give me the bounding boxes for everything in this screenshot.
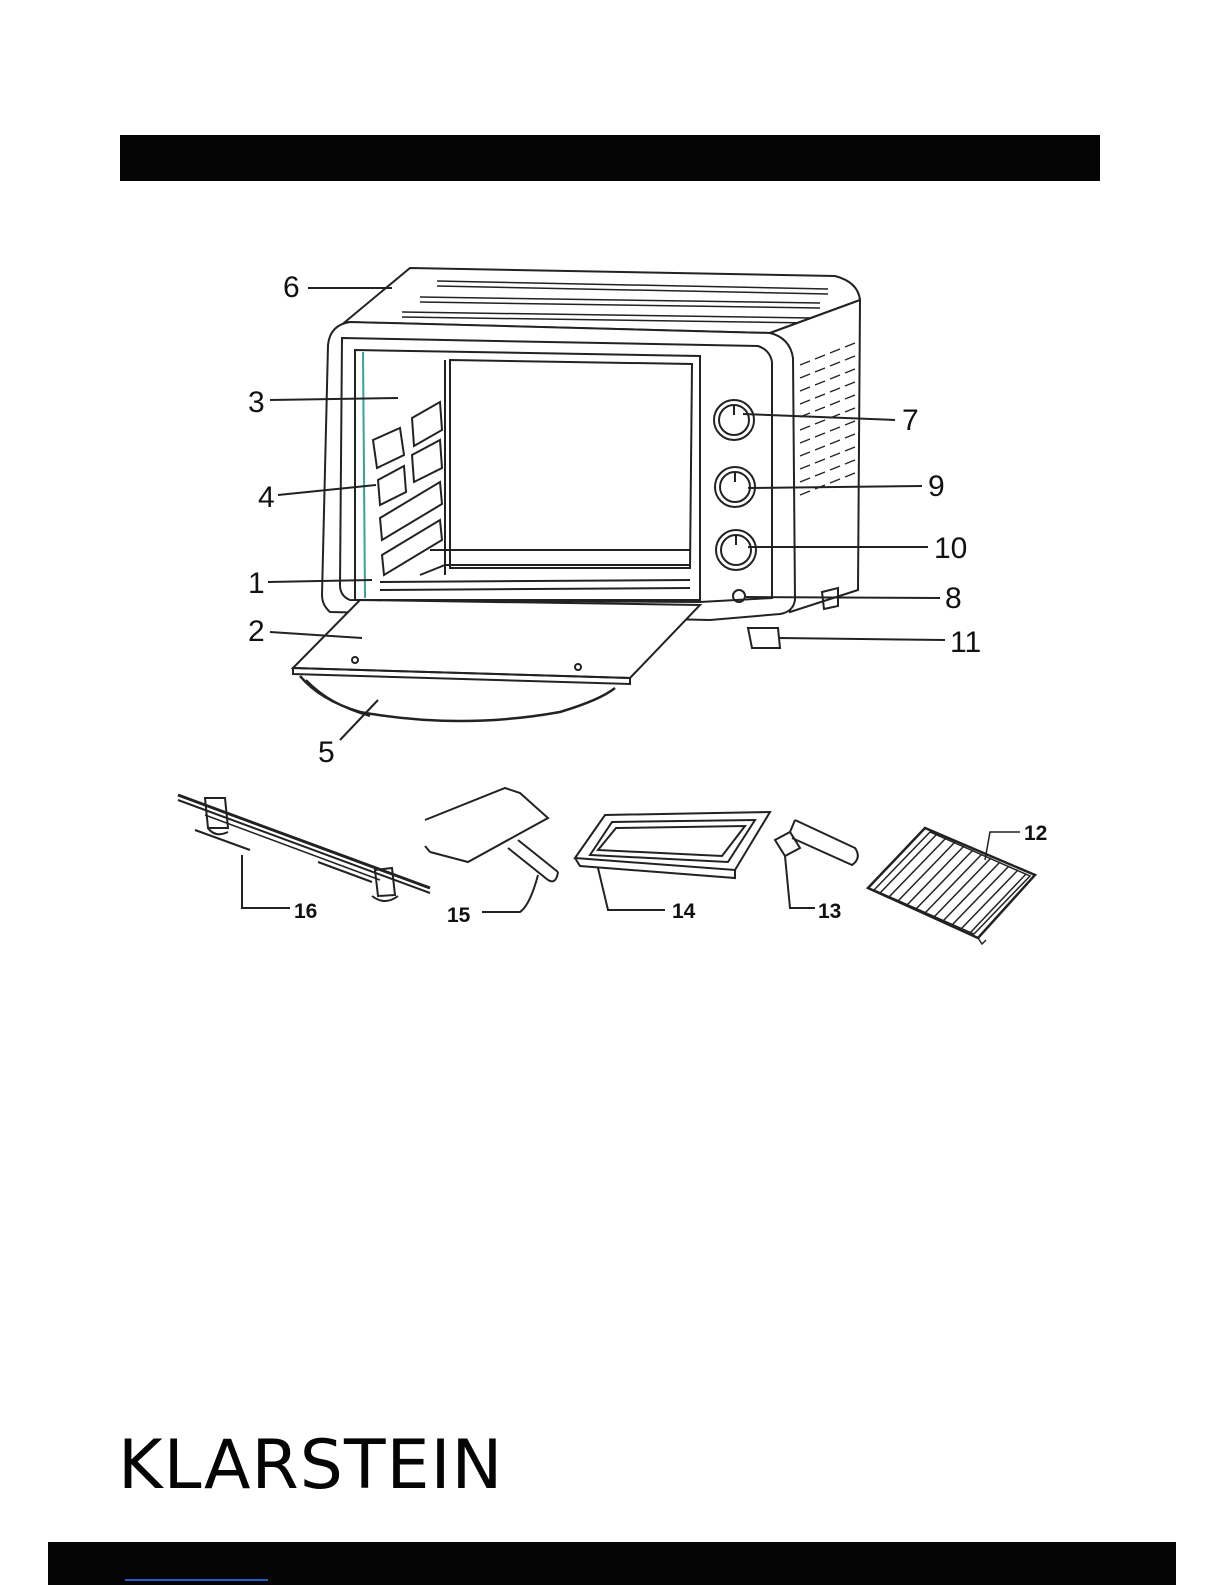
label-7: 7 bbox=[902, 404, 919, 437]
brand-logo: KLARSTEIN bbox=[118, 1432, 503, 1500]
label-13: 13 bbox=[818, 900, 841, 923]
label-12: 12 bbox=[1024, 822, 1047, 845]
label-4: 4 bbox=[258, 481, 275, 514]
oven-illustration bbox=[293, 268, 860, 721]
wire-rack-illustration bbox=[868, 828, 1035, 944]
rotisserie-spit-illustration bbox=[178, 795, 430, 908]
label-11: 11 bbox=[950, 626, 981, 659]
label-8: 8 bbox=[945, 582, 962, 615]
rotisserie-handle-illustration bbox=[425, 788, 558, 912]
label-9: 9 bbox=[928, 470, 945, 503]
footer-link-underline bbox=[125, 1579, 268, 1581]
label-2: 2 bbox=[248, 615, 265, 648]
tray-handle-illustration bbox=[775, 820, 858, 908]
label-5: 5 bbox=[318, 736, 335, 769]
label-1: 1 bbox=[248, 567, 265, 600]
label-10: 10 bbox=[934, 532, 967, 565]
label-6: 6 bbox=[283, 271, 300, 304]
label-15: 15 bbox=[447, 904, 471, 927]
label-14: 14 bbox=[672, 900, 696, 923]
label-3: 3 bbox=[248, 386, 265, 419]
baking-tray-illustration bbox=[575, 812, 770, 910]
label-16: 16 bbox=[294, 900, 317, 923]
